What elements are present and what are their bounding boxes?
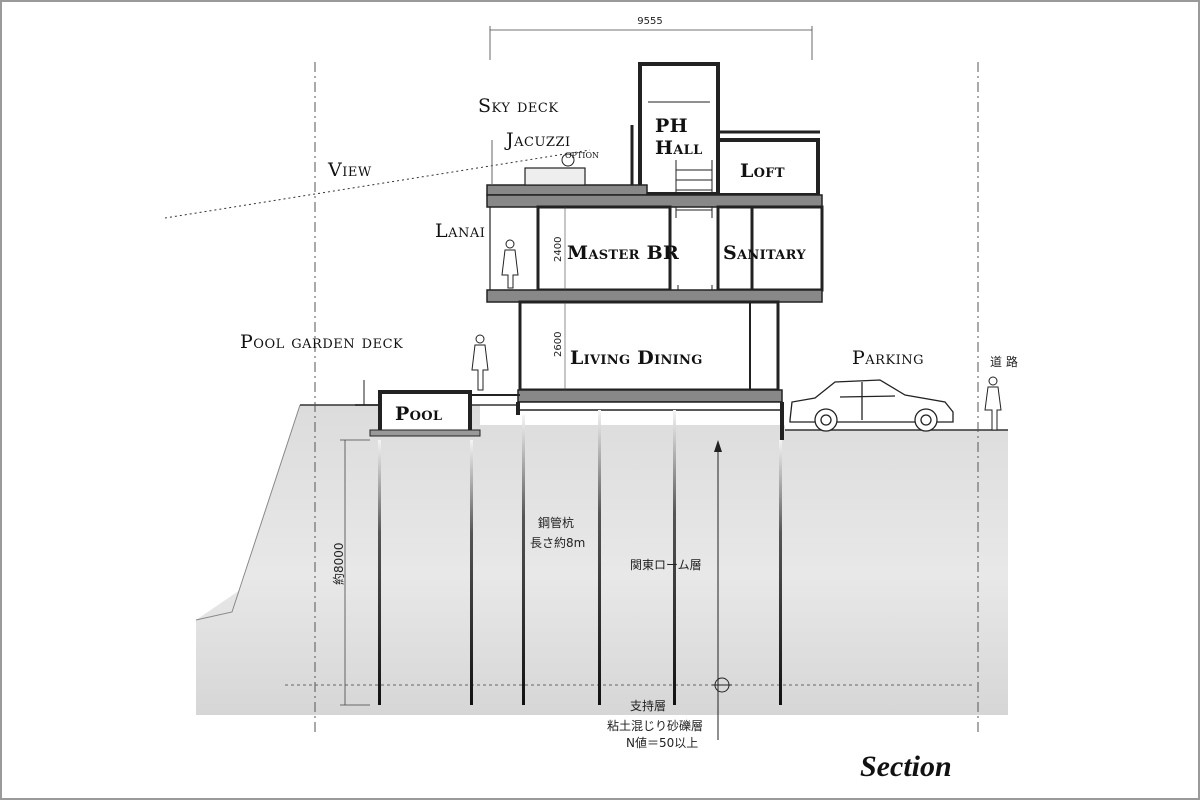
note-bearing-3: N値＝50以上 <box>626 735 698 750</box>
label-sanitary: Sanitary <box>723 242 806 264</box>
pile-6 <box>779 440 782 705</box>
ground-floor-slab <box>517 389 783 403</box>
pile-5 <box>673 410 676 705</box>
label-pool-garden-deck: Pool garden deck <box>240 331 403 353</box>
second-floor-roof-slab <box>486 194 823 208</box>
label-pool: Pool <box>395 403 442 425</box>
loft-room <box>716 138 820 197</box>
ground-mass <box>196 405 1008 715</box>
note-bearing-2: 粘土混じり砂礫層 <box>607 718 703 733</box>
first-floor-slab <box>486 289 823 303</box>
label-parking: Parking <box>852 347 924 369</box>
master-br-room <box>536 205 672 292</box>
pile-1 <box>378 440 381 705</box>
pile-3 <box>522 415 525 705</box>
drawing-title: Section <box>860 750 952 783</box>
person-garden <box>471 334 489 391</box>
label-view: View <box>327 159 372 181</box>
width-dimension: 9555 <box>637 16 662 27</box>
label-road: 道 路 <box>990 354 1018 369</box>
pile-4 <box>598 410 601 705</box>
note-steel-pile-1: 鋼管杭 <box>538 515 574 530</box>
label-living-dining: Living Dining <box>570 347 703 369</box>
jacuzzi-tub <box>524 167 586 186</box>
ground-slope-line <box>195 404 301 621</box>
note-kanto-loam: 関東ローム層 <box>630 558 702 572</box>
label-jacuzzi: Jacuzzi <box>504 129 571 151</box>
label-option: option <box>565 147 599 161</box>
floor-height-lower: 2600 <box>553 332 564 357</box>
sanitary-room <box>716 205 824 292</box>
label-lanai: Lanai <box>435 220 485 242</box>
pile-depth-dimension: 約8000 <box>331 542 346 585</box>
label-hall: Hall <box>655 137 703 159</box>
sky-deck-slab <box>486 184 648 196</box>
label-ph: PH <box>655 115 688 137</box>
pile-2 <box>470 440 473 705</box>
floor-height-upper: 2400 <box>553 237 564 262</box>
living-dining-room <box>518 300 780 392</box>
note-bearing-1: 支持層 <box>630 698 666 713</box>
label-loft: Loft <box>740 160 785 182</box>
note-steel-pile-2: 長さ約8m <box>530 535 585 550</box>
ph-tower <box>638 62 720 196</box>
label-sky-deck: Sky deck <box>478 95 559 117</box>
view-sight-line <box>164 149 591 219</box>
person-lanai <box>501 239 519 289</box>
person-street <box>984 376 1002 431</box>
car-silhouette <box>789 379 954 432</box>
label-master-br: Master BR <box>567 242 679 264</box>
